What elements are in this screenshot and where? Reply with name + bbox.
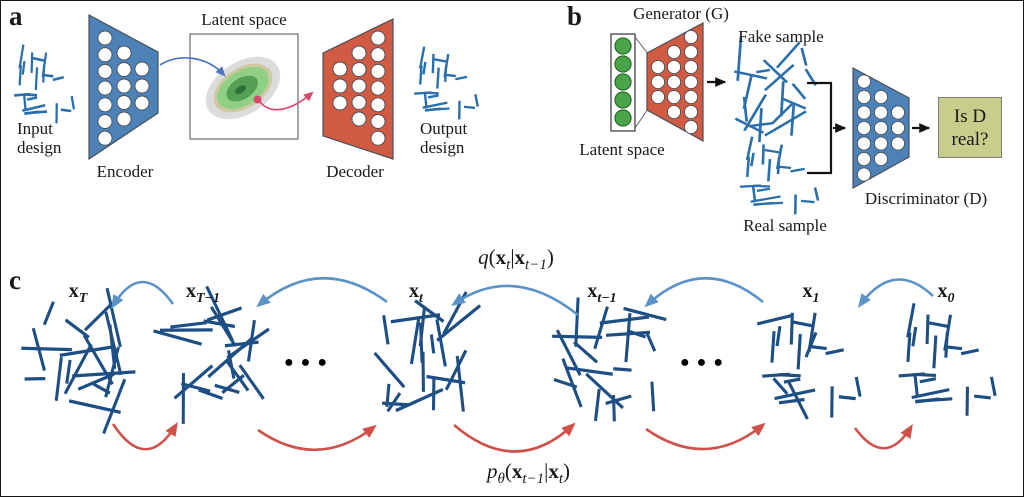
forward-equation: q(xt|xt−1) [478,245,554,274]
chain-label-xt: xt [409,280,423,306]
ellipsis-left: ●●● [284,354,334,371]
reverse-arc-2 [257,424,377,452]
forward-arc-4 [644,276,764,308]
chain-sketch-x0 [898,303,997,416]
fake-sample-sketch [733,35,817,143]
discriminator-label: Discriminator (D) [864,189,988,208]
output-design-sketch [414,46,479,120]
decode-arrow [259,91,314,111]
chain-label-x0: x0 [937,280,955,306]
panel-c [21,276,997,453]
latent-vector-nodes [614,37,632,127]
panel-b [610,21,931,215]
latent-connector-top [634,36,649,55]
forward-arc-2 [256,276,388,308]
reverse-arc-3 [453,422,576,453]
panel-a [14,13,479,161]
latent-connector-bottom [634,108,649,129]
chain-sketch-xt1 [552,297,667,422]
panel-c-tag: c [9,265,21,295]
chain-sketch-xt [373,291,482,413]
encoder-label: Encoder [96,162,154,181]
encode-arrow [159,57,226,77]
decoder-nodes [332,30,386,146]
forward-arc-3 [451,284,579,317]
chain-sketch-xT1 [153,285,270,424]
encoder-nodes [97,30,150,146]
reverse-arc-1 [111,422,178,451]
sample-bracket [807,81,833,175]
fake-sample-label: Fake sample [738,27,824,46]
panel-a-tag: a [9,1,23,31]
discriminator-nodes [856,74,906,182]
reverse-arc-4 [645,422,766,451]
decoder-label: Decoder [326,162,384,181]
chain-label-xt1: xt−1 [587,280,617,306]
chain-label-xT1: xT−1 [185,280,221,306]
sample-point [253,95,262,104]
forward-arc-1 [111,280,175,310]
generator-nodes [650,29,699,135]
latent-space-label-b: Latent space [579,140,665,159]
chain-sketch-x1 [756,312,862,420]
real-sample-label: Real sample [743,216,827,235]
ellipsis-right: ●●● [680,354,730,371]
chain-label-xT: xT [68,280,88,306]
reverse-equation: pθ(xt−1|xt) [486,459,571,488]
input-design-sketch [14,44,76,124]
real-sample-sketch [739,136,820,215]
chain-label-x1: x1 [802,280,820,306]
panel-b-tag: b [567,1,583,31]
forward-arc-5 [857,278,934,308]
chain-sketch-xT [21,287,136,435]
reverse-arc-5 [853,424,913,450]
generator-label: Generator (G) [633,4,729,23]
latent-space-label-a: Latent space [201,10,287,29]
